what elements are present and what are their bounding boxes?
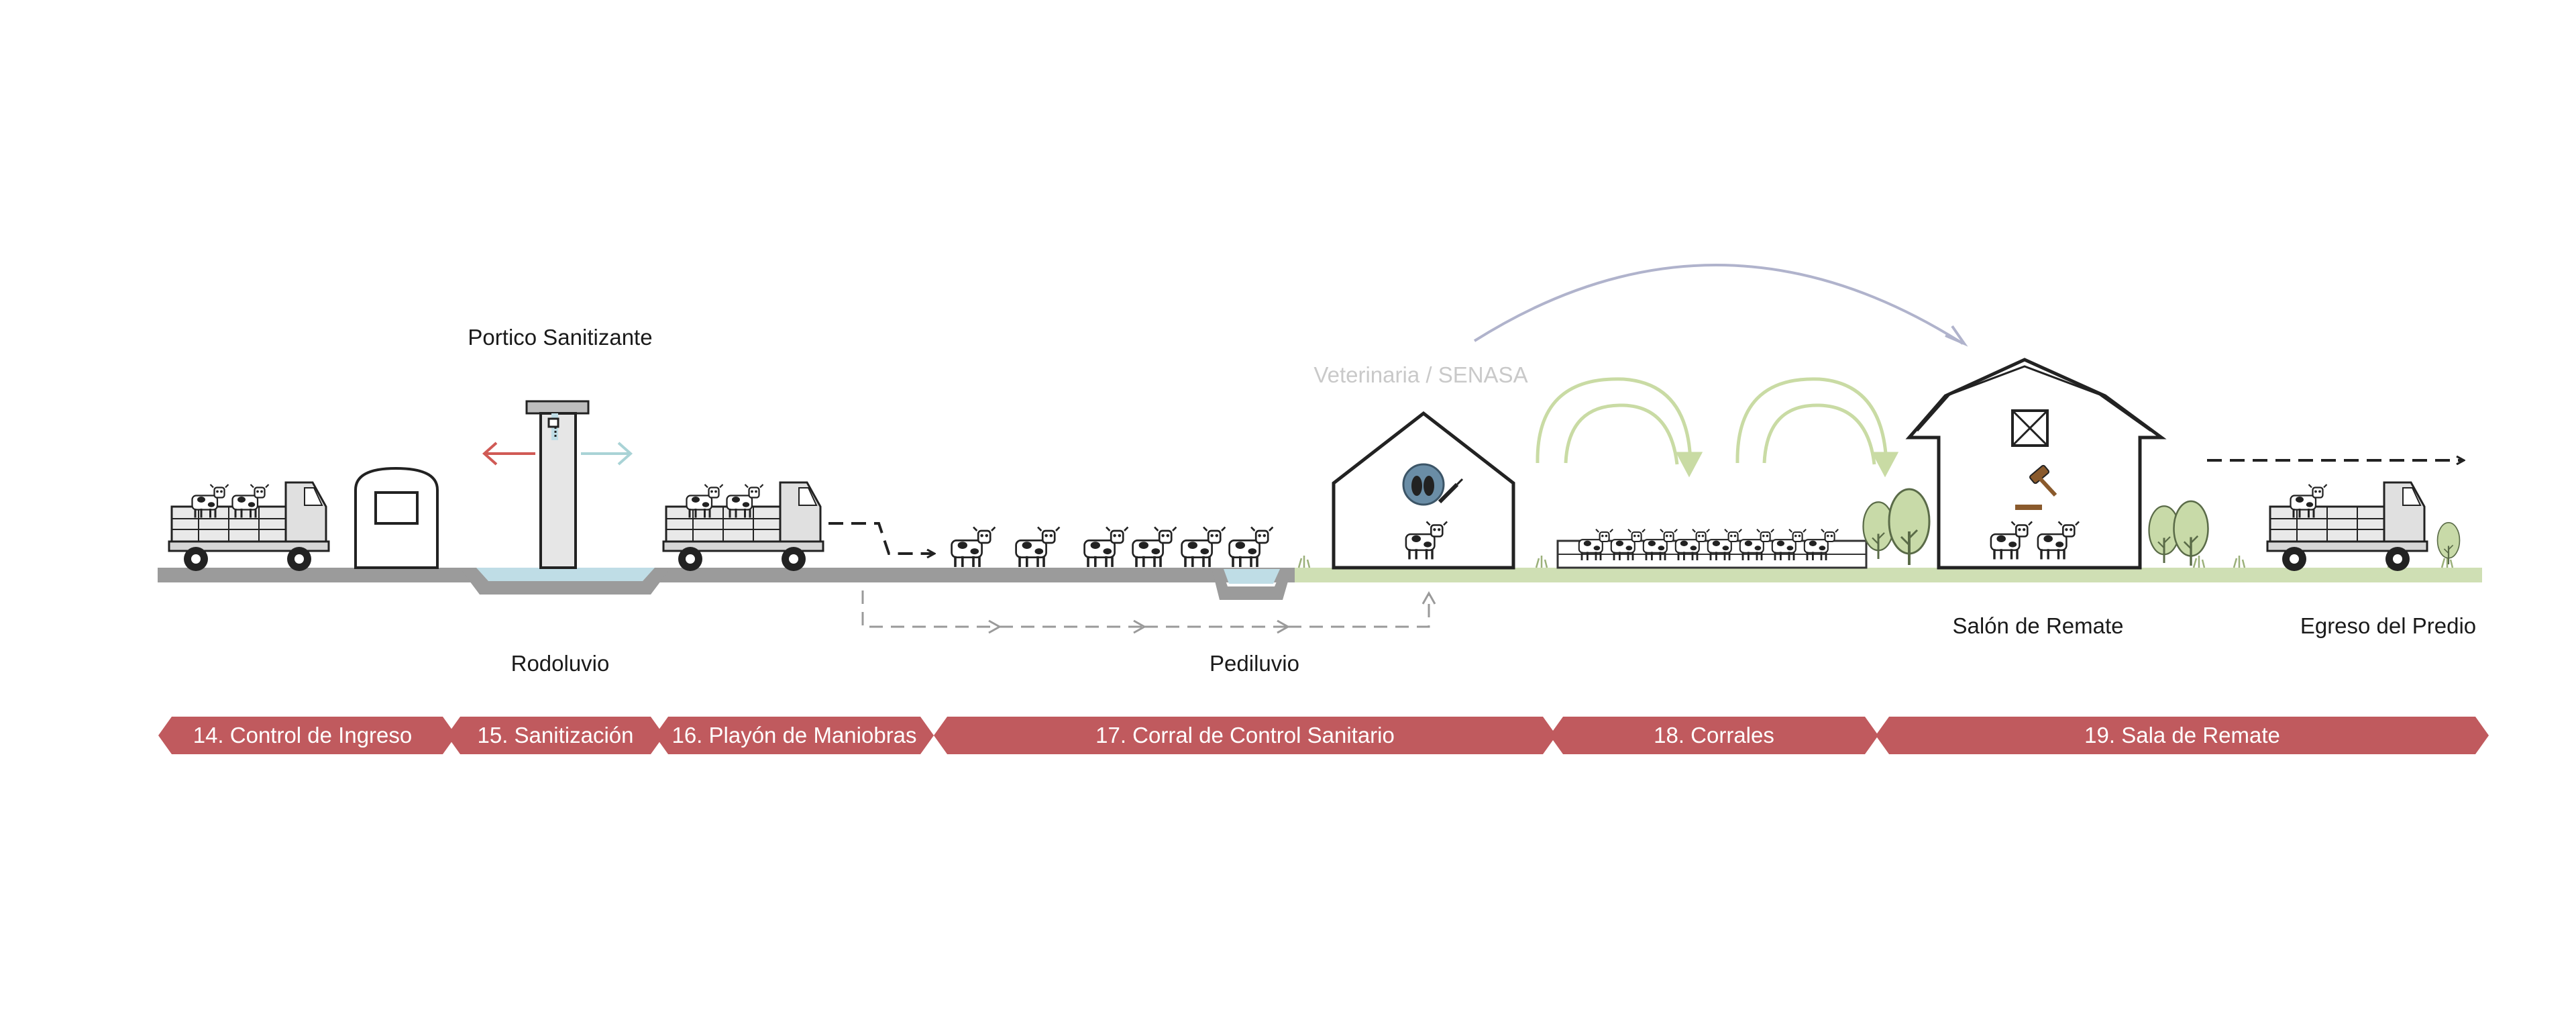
stage-shape-17	[934, 717, 1556, 754]
stage-shape-16	[655, 717, 934, 754]
stage-19: 19. Sala de Remate	[2084, 723, 2280, 748]
label-egreso: Egreso del Predio	[2300, 613, 2476, 638]
label-portico: Portico Sanitizante	[468, 325, 652, 350]
truck-icon-egreso	[2266, 481, 2428, 572]
stage-shape-14	[158, 717, 456, 754]
rodoluvio-water	[476, 568, 655, 581]
cow-icon-group-corridor	[950, 525, 1275, 568]
truck-icon-playon	[662, 481, 824, 572]
unload-arrow	[828, 522, 934, 554]
tree-icon	[2436, 521, 2461, 566]
stage-14: 14. Control de Ingreso	[193, 723, 413, 748]
stage-shape-15	[447, 717, 664, 754]
road	[158, 568, 1295, 582]
stage-17: 17. Corral de Control Sanitario	[1095, 723, 1395, 748]
sanitizing-gate-icon	[482, 400, 633, 569]
auction-barn-icon	[1905, 358, 2167, 570]
gavel-icon	[2015, 464, 2057, 510]
pediluvio-water	[1224, 569, 1280, 584]
label-salon: Salón de Remate	[1953, 613, 2124, 638]
bypass-arrowhead	[1945, 325, 1968, 347]
rodoluvio-basin	[460, 568, 671, 595]
green-flow-arrows	[1536, 377, 1899, 478]
grass-strip	[1295, 568, 2482, 582]
red-arrow-icon	[482, 442, 535, 466]
ground	[158, 556, 2482, 600]
stage-shape-19	[1876, 717, 2489, 754]
stage-16: 16. Playón de Maniobras	[672, 723, 916, 748]
corral-fence	[1556, 528, 1868, 569]
label-veterinaria: Veterinaria / SENASA	[1313, 362, 1527, 387]
label-pediluvio: Pediluvio	[1210, 651, 1299, 676]
label-rodoluvio: Rodoluvio	[511, 651, 610, 676]
guard-booth-icon	[354, 466, 439, 569]
vet-barn-icon	[1332, 411, 1515, 570]
hoof-syringe-icon	[1402, 463, 1464, 506]
stage-18: 18. Corrales	[1654, 723, 1774, 748]
pediluvio-basin	[1212, 568, 1292, 600]
bypass-arc-arrow	[1473, 264, 1964, 345]
truck-icon-ingreso	[168, 481, 330, 572]
stage-15: 15. Sanitización	[478, 723, 634, 748]
stage-shape-18	[1550, 717, 1878, 754]
sanitary-route-arrow	[861, 590, 1436, 634]
teal-arrow-icon	[581, 442, 633, 466]
tree-icon-group-1	[1862, 488, 1931, 566]
stage-band	[158, 717, 2489, 754]
